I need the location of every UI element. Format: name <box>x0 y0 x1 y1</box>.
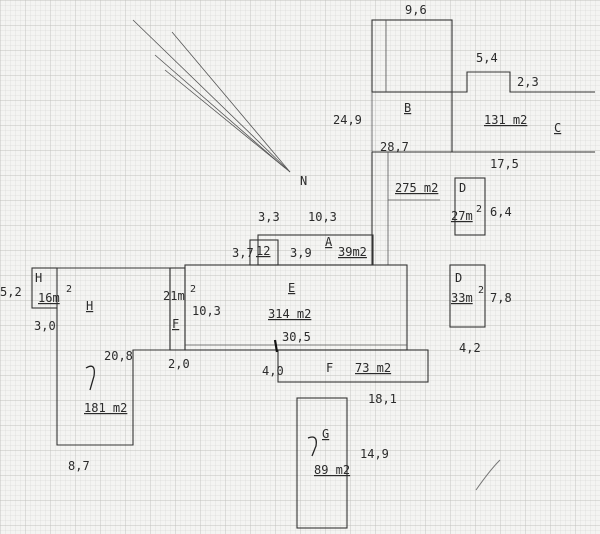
f-length: 18,1 <box>368 392 397 406</box>
h-letter-small: H <box>35 271 42 285</box>
room-c <box>372 71 595 153</box>
h-width: 8,7 <box>68 459 90 473</box>
tick-e <box>273 339 279 353</box>
d-upper-depth: 6,4 <box>490 205 512 219</box>
e-length-top: 28,7 <box>380 140 409 154</box>
room-b <box>371 19 453 152</box>
g-letter: G <box>322 427 329 441</box>
f-side-area: 21m <box>163 289 185 303</box>
marker-g <box>307 436 317 457</box>
c-length: 17,5 <box>490 157 519 171</box>
d-upper-sup: 2 <box>476 204 482 215</box>
a-w2: 10,3 <box>308 210 337 224</box>
a-letter: A <box>325 235 333 249</box>
h-area-small: 16m <box>38 291 60 305</box>
h-area: 181 m2 <box>84 401 127 415</box>
d-lower-letter: D <box>455 271 462 285</box>
d-lower-area: 33m <box>451 291 473 305</box>
d-lower-depth: 7,8 <box>490 291 512 305</box>
e-area-top: 275 m2 <box>395 181 438 195</box>
d-lower-width: 4,2 <box>459 341 481 355</box>
a-small-area: 12 <box>256 244 270 258</box>
e-letter: E <box>288 281 295 295</box>
north-label: N <box>300 174 307 188</box>
e-area: 314 m2 <box>268 307 311 321</box>
d-lower-sup: 2 <box>478 285 484 296</box>
c-letter: C <box>554 121 561 135</box>
h-small-sup: 2 <box>66 284 72 295</box>
a-h: 3,7 <box>232 246 254 260</box>
d-upper-area: 27m <box>451 209 473 223</box>
f-side-sup: 2 <box>190 284 196 295</box>
room-g <box>296 397 348 529</box>
north-arrow <box>132 19 291 173</box>
room-f <box>277 349 429 383</box>
f-area: 73 m2 <box>355 361 391 375</box>
e-length: 30,5 <box>282 330 311 344</box>
f-side-depth: 10,3 <box>192 304 221 318</box>
a-w1: 3,3 <box>258 210 280 224</box>
marker-h <box>85 365 95 391</box>
check-mark <box>475 459 501 491</box>
room-d-lower <box>449 264 486 328</box>
h-small-left: 5,2 <box>0 285 22 299</box>
d-upper-letter: D <box>459 181 466 195</box>
room-d-upper <box>454 177 486 236</box>
f-side-letter: F <box>172 317 179 331</box>
room-h <box>31 267 171 446</box>
c-notch: 5,4 <box>476 51 498 65</box>
f-width: 4,0 <box>262 364 284 378</box>
h-letter: H <box>86 299 93 313</box>
b-width: 9,6 <box>405 3 427 17</box>
b-depth: 24,9 <box>333 113 362 127</box>
b-area: 131 m2 <box>484 113 527 127</box>
g-area: 89 m2 <box>314 463 350 477</box>
c-small: 2,3 <box>517 75 539 89</box>
f-side-width: 2,0 <box>168 357 190 371</box>
a-area: 39m2 <box>338 245 367 259</box>
g-depth: 14,9 <box>360 447 389 461</box>
h-depth: 20,8 <box>104 349 133 363</box>
f-letter: F <box>326 361 333 375</box>
a-w3: 3,9 <box>290 246 312 260</box>
h-small-width: 3,0 <box>34 319 56 333</box>
b-letter: B <box>404 101 411 115</box>
room-e-upper <box>371 152 440 265</box>
